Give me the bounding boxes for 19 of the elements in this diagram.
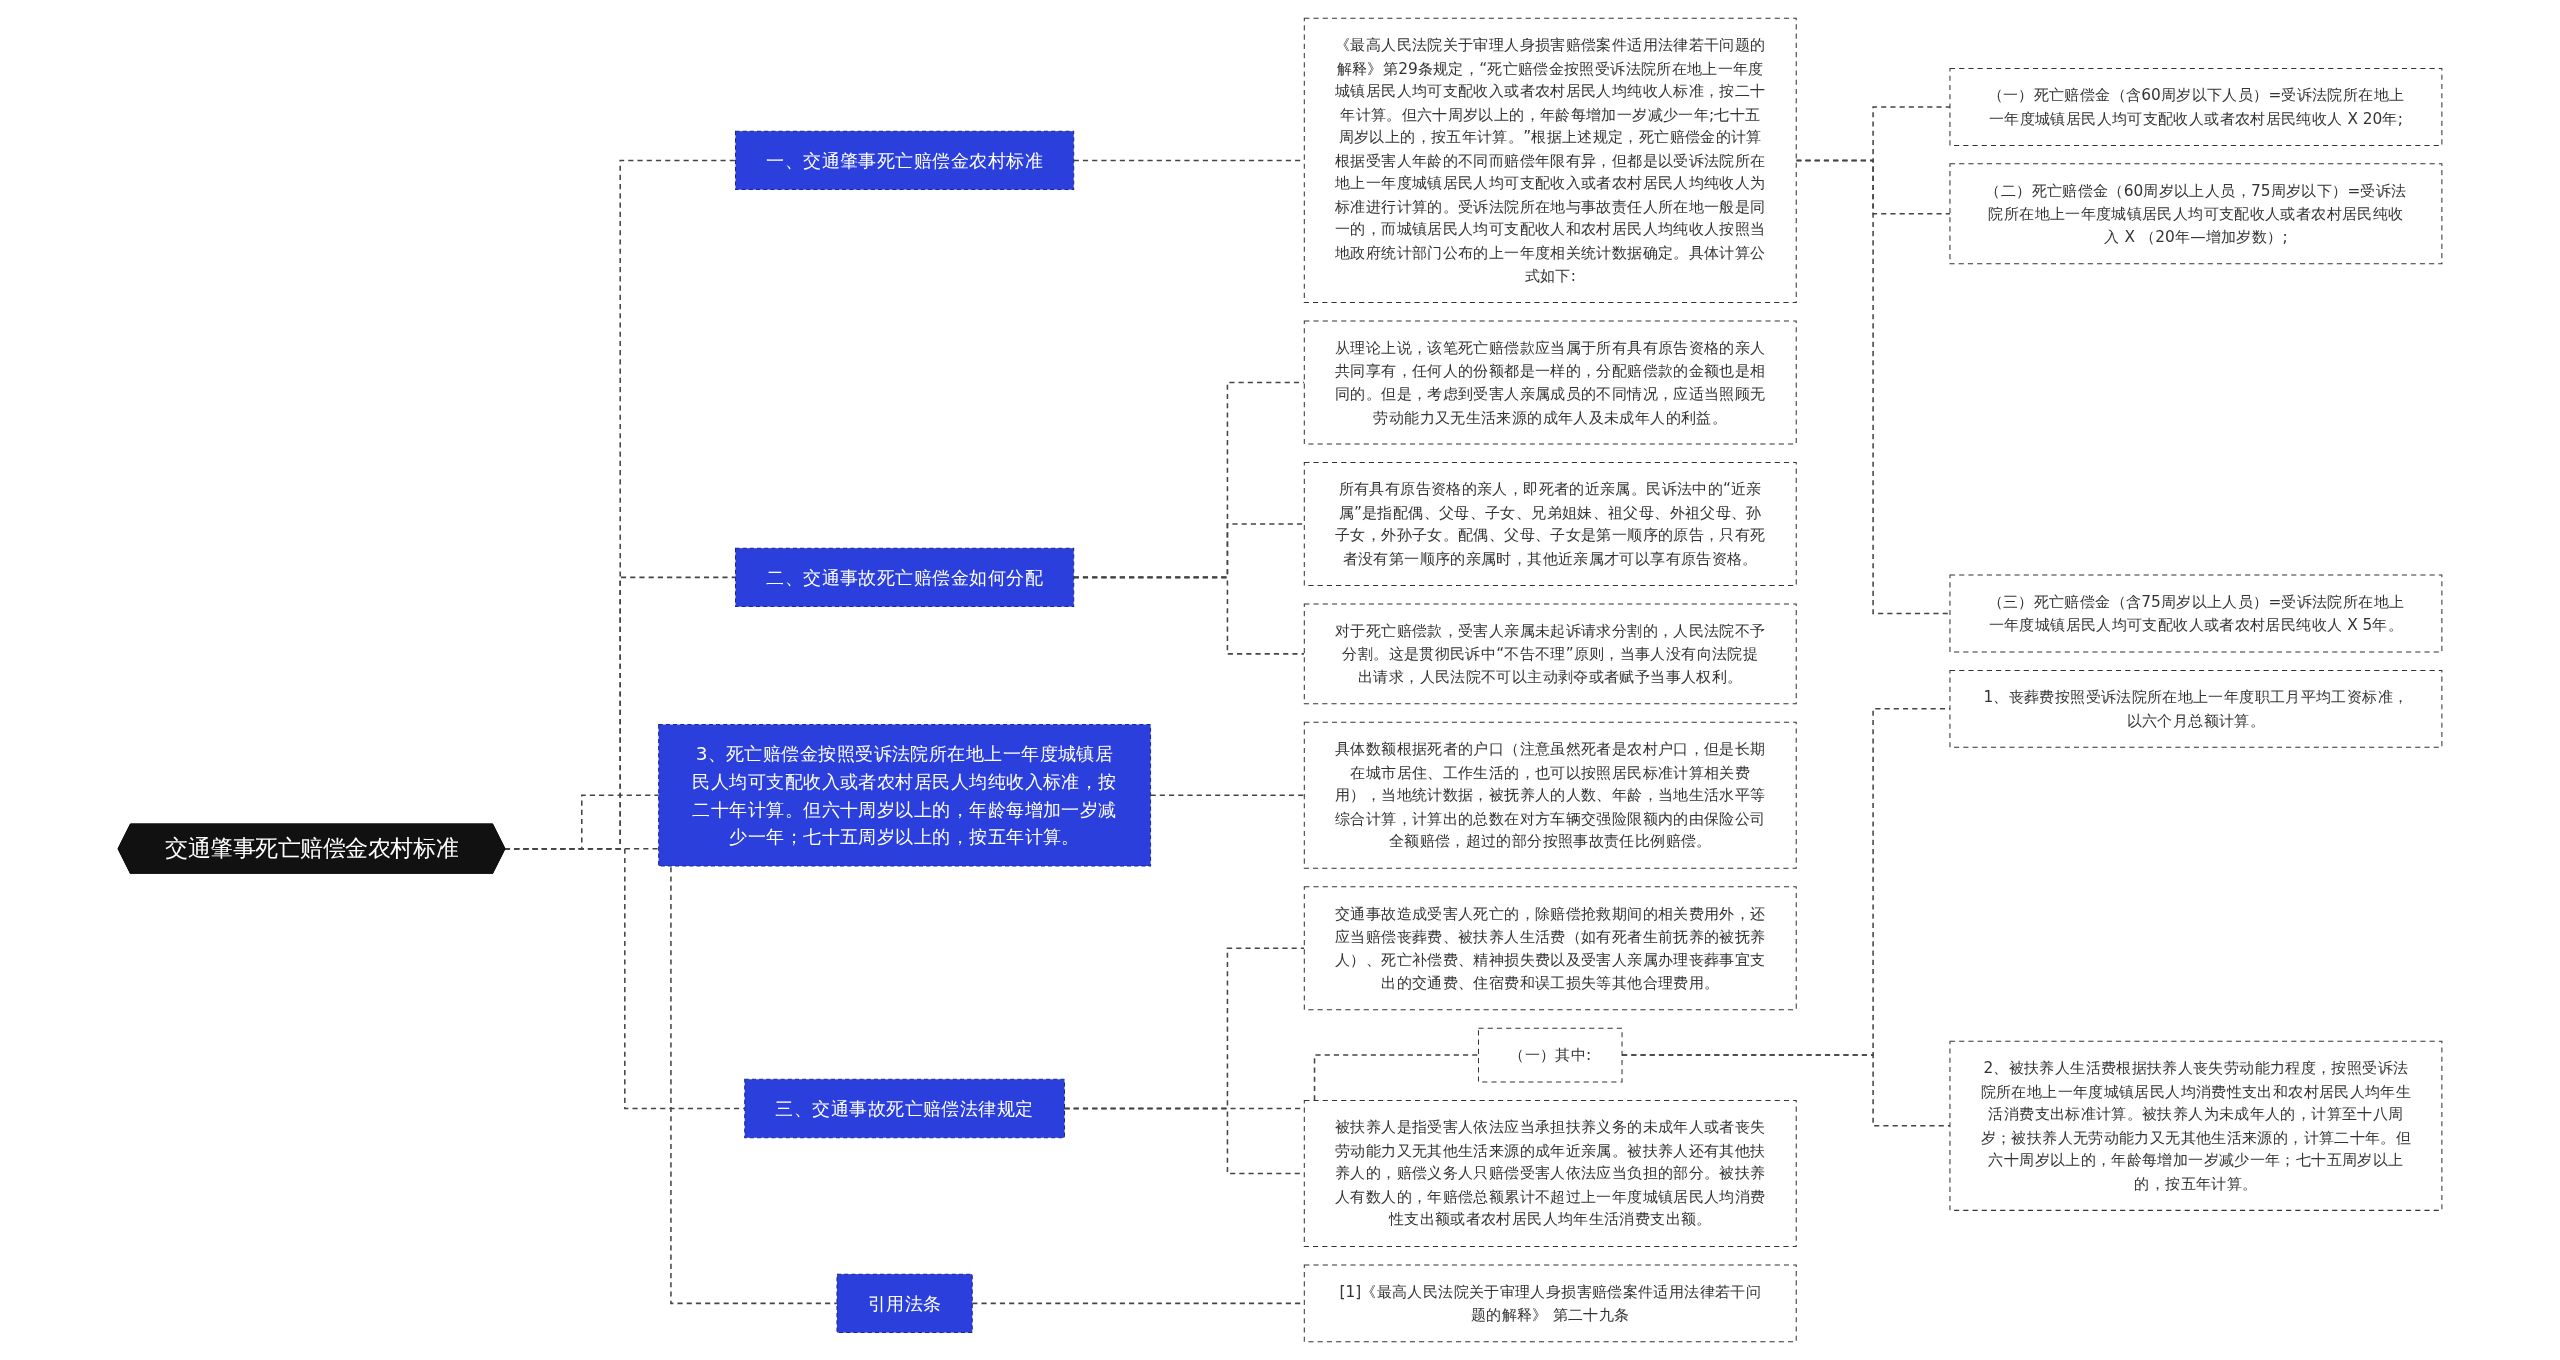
node-box: （三）死亡赔偿金（含75周岁以上人员）=受诉法院所在地上一年度城镇居民人均可支配收人或者农村居民纯收人 X 5年。 bbox=[1949, 574, 2443, 653]
node-box: 二、交通事故死亡赔偿金如何分配 bbox=[735, 547, 1075, 608]
node-box: 对于死亡赔偿款，受害人亲属未起诉请求分割的，人民法院不予分割。这是贯彻民诉中“不告不理”原则，当事人没有向法院提出请求，人民法院不可以主动剥夺或者赋予当事人权利。 bbox=[1303, 603, 1797, 705]
node-box: [1]《最高人民法院关于审理人身损害赔偿案件适用法律若干问题的解释》 第二十九条 bbox=[1303, 1264, 1797, 1343]
node-box: 1、丧葬费按照受诉法院所在地上一年度职工月平均工资标准，以六个月总额计算。 bbox=[1949, 669, 2443, 748]
node-box: 引用法条 bbox=[836, 1273, 973, 1334]
node-box: （一）死亡赔偿金（含60周岁以下人员）=受诉法院所在地上一年度城镇居民人均可支配收人或者农村居民纯收人 X 20年; bbox=[1949, 68, 2443, 146]
node-box: 从理论上说，该笔死亡赔偿款应当属于所有具有原告资格的亲人共同享有，任何人的份额都是一样的，分配赔偿款的金额也是相同的。但是，考虑到受害人亲属成员的不同情况，应适当照顾无劳动能力又无生活来源的成年人及未成年人的利益。 bbox=[1303, 320, 1797, 445]
node-box: 2、被扶养人生活费根据扶养人丧失劳动能力程度，按照受诉法院所在地上一年度城镇居民人均消费性支出和农村居民人均年生活消费支出标准计算。被扶养人为未成年人的，计算至十八周岁；被扶养人无劳动能力又无其他生活来源的，计算二十年。但六十周岁以上的，年龄每增加一岁减少一年；七十五周岁以上的，按五年计算。 bbox=[1949, 1040, 2443, 1211]
node-box: 被扶养人是指受害人依法应当承担扶养义务的未成年人或者丧失劳动能力又无其他生活来源的成年近亲属。被扶养人还有其他扶养人的，赔偿义务人只赔偿受害人依法应当负担的部分。被扶养人有数人的，年赔偿总额累计不超过上一年度城镇居民人均消费性支出额或者农村居民人均年生活消费支出额。 bbox=[1303, 1099, 1797, 1247]
node-box: 3、死亡赔偿金按照受诉法院所在地上一年度城镇居民人均可支配收入或者农村居民人均纯收入标准，按二十年计算。但六十周岁以上的，年龄每增加一岁减少一年；七十五周岁以上的，按五年计算。 bbox=[658, 724, 1152, 867]
node-box: 一、交通肇事死亡赔偿金农村标准 bbox=[735, 130, 1075, 191]
node-box: 具体数额根据死者的户口（注意虽然死者是农村户口，但是长期在城市居住、工作生活的，也可以按照居民标准计算相关费用），当地统计数据，被抚养人的人数、年龄，当地生活水平等综合计算，计算出的总数在对方车辆交强险限额内的由保险公司全额赔偿，超过的部分按照事故责任比例赔偿。 bbox=[1303, 721, 1797, 869]
node-box: 三、交通事故死亡赔偿法律规定 bbox=[744, 1078, 1065, 1139]
node-box: （二）死亡赔偿金（60周岁以上人员，75周岁以下）=受诉法院所在地上一年度城镇居民人均可支配收人或者农村居民纯收入 X （20年—增加岁数）; bbox=[1949, 163, 2443, 265]
node-box: （一）其中: bbox=[1478, 1027, 1623, 1083]
node-box: 《最高人民法院关于审理人身损害赔偿案件适用法律若干问题的解释》第29条规定，“死亡赔偿金按照受诉法院所在地上一年度城镇居民人均可支配收入或者农村居民人均纯收人标准，按二十年计算。但六十周岁以上的，年龄每增加一岁减少一年;七十五周岁以上的，按五年计算。”根据上述规定，死亡赔偿金的计算根据受害人年龄的不同而赔偿年限有异，但都是以受诉法院所在地上一年度城镇居民人均可支配收入或者农村居民人均纯收人为标准进行计算的。受诉法院所在地与事故责任人所在地一般是同一的，而城镇居民人均可支配收人和农村居民人均纯收人按照当地政府统计部门公布的上一年度相关统计数据确定。具体计算公式如下: bbox=[1303, 17, 1797, 304]
node-box: 所有具有原告资格的亲人，即死者的近亲属。民诉法中的“近亲属”是指配偶、父母、子女、兄弟姐妹、祖父母、外祖父母、孙子女，外孙子女。配偶、父母、子女是第一顺序的原告，只有死者没有第一顺序的亲属时，其他近亲属才可以享有原告资格。 bbox=[1303, 461, 1797, 586]
node-box: 交通事故造成受害人死亡的，除赔偿抢救期间的相关费用外，还应当赔偿丧葬费、被扶养人生活费（如有死者生前抚养的被抚养人）、死亡补偿费、精神损失费以及受害人亲属办理丧葬事宜支出的交通费、住宿费和误工损失等其他合理费用。 bbox=[1303, 886, 1797, 1011]
